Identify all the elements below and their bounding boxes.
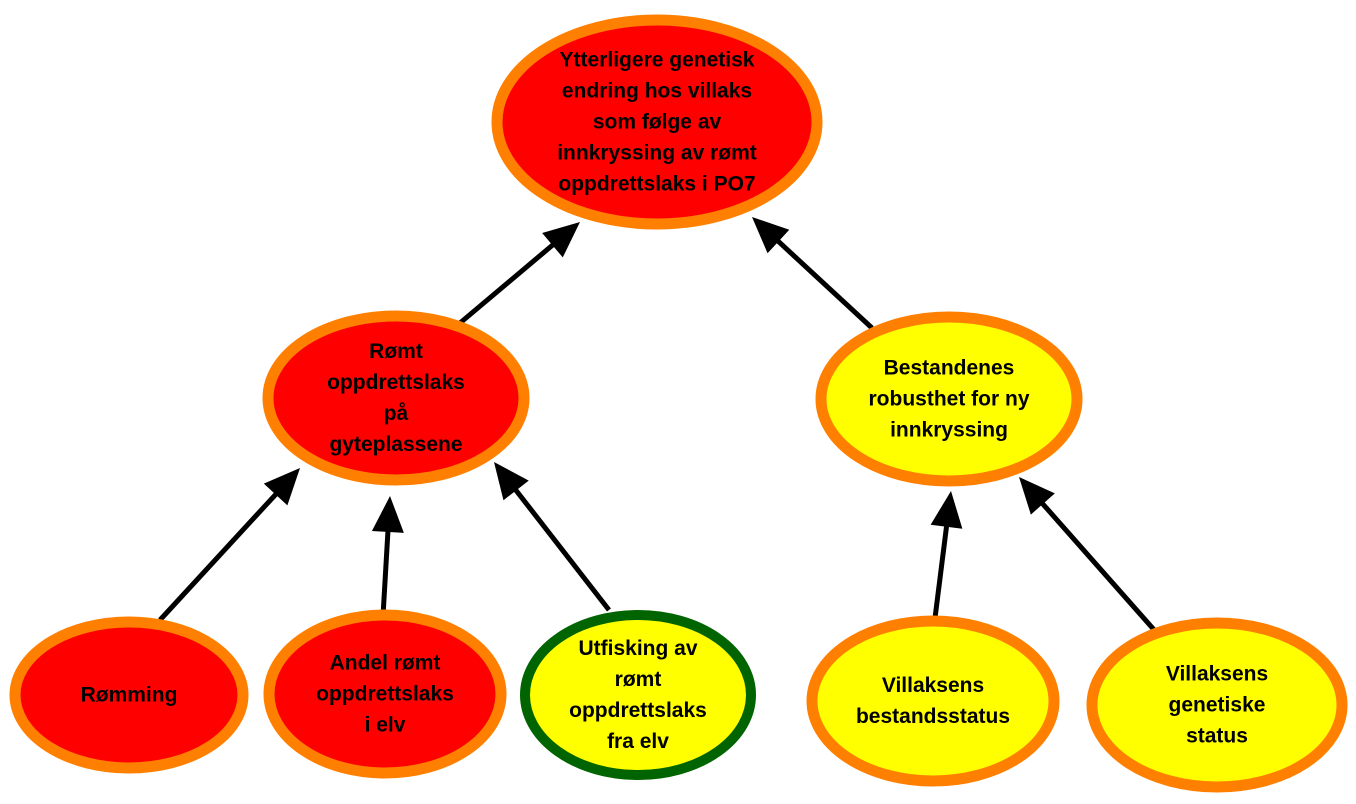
node-label-line: oppdrettslaks: [569, 699, 707, 722]
arrow-shaft: [458, 241, 556, 325]
node-label-line: Utfisking av: [578, 637, 697, 660]
arrowhead-icon: [930, 491, 963, 529]
arrowhead-icon: [542, 222, 580, 258]
arrow-genetiske-to-bestandenes: [1019, 477, 1158, 634]
node-bestandsstatus: Villaksens bestandsstatus: [806, 615, 1060, 787]
node-ellipse: [815, 311, 1083, 487]
node-label-line: Rømming: [81, 684, 178, 707]
node-bestandenes: Bestandenes robusthet for ny innkryssing: [815, 311, 1083, 487]
node-label-line: innkryssing: [890, 419, 1008, 442]
node-utfisking: Utfisking av rømt oppdrettslaks fra elv: [520, 610, 756, 780]
node-ellipse: [806, 615, 1060, 787]
arrow-utfisking-to-rømt: [494, 462, 611, 612]
arrow-shaft: [1039, 500, 1158, 634]
node-label-line: på: [384, 402, 409, 425]
arrow-bestandenes-to-top: [752, 217, 874, 330]
node-label-line: i elv: [365, 714, 406, 737]
node-ellipse: [1086, 617, 1348, 793]
arrowhead-icon: [494, 462, 529, 501]
node-label-line: robusthet for ny: [869, 388, 1030, 411]
arrows-layer: [158, 217, 1158, 634]
node-label-line: som følge av: [593, 111, 722, 134]
node-label-line: Bestandenes: [884, 357, 1015, 380]
node-ellipse: [262, 310, 530, 486]
node-ellipse: [263, 609, 507, 779]
arrow-rømt-to-top: [458, 222, 580, 325]
arrowhead-icon: [752, 217, 790, 254]
node-ellipse: [9, 616, 249, 774]
arrowhead-icon: [371, 496, 404, 533]
node-label-line: endring hos villaks: [562, 80, 752, 103]
node-andel: Andel rømt oppdrettslaks i elv: [263, 609, 507, 779]
node-label-line: Rømt: [369, 340, 423, 363]
arrowhead-icon: [263, 468, 300, 506]
arrow-andel-to-rømt: [371, 496, 404, 617]
arrow-shaft: [512, 487, 611, 612]
arrowhead-icon: [1019, 477, 1055, 515]
arrow-shaft: [380, 529, 391, 617]
node-genetiske: Villaksens genetiske status: [1086, 617, 1348, 793]
arrow-shaft: [158, 491, 279, 622]
nodes-layer: Ytterligere genetisk endring hos villaks s…: [9, 14, 1348, 793]
node-label-line: fra elv: [607, 730, 669, 753]
node-ellipse: [520, 610, 756, 780]
node-label-line: oppdrettslaks: [327, 371, 465, 394]
node-label-line: Ytterligere genetisk: [560, 49, 755, 72]
arrow-shaft: [775, 238, 874, 330]
node-label-line: oppdrettslaks i PO7: [558, 173, 755, 196]
node-rømt: Rømt oppdrettslaks på gyteplassene: [262, 310, 530, 486]
node-label-line: status: [1186, 725, 1248, 748]
node-label-line: Villaksens: [1166, 663, 1268, 686]
node-label-line: genetiske: [1169, 694, 1266, 717]
arrow-bestandsstatus-to-bestandenes: [930, 491, 963, 619]
node-label-line: Villaksens: [882, 674, 984, 697]
arrow-romming-to-rømt: [158, 468, 300, 622]
node-romming: Rømming: [9, 616, 249, 774]
node-label-line: oppdrettslaks: [316, 683, 454, 706]
node-label-line: rømt: [615, 668, 662, 691]
node-label-line: innkryssing av rømt: [557, 142, 757, 165]
node-ellipse: [491, 14, 823, 230]
node-label-line: Andel rømt: [330, 652, 441, 675]
node-label-line: gyteplassene: [329, 433, 462, 456]
node-label-line: bestandsstatus: [856, 705, 1010, 728]
node-top: Ytterligere genetisk endring hos villaks s…: [491, 14, 823, 230]
arrow-shaft: [932, 524, 950, 619]
